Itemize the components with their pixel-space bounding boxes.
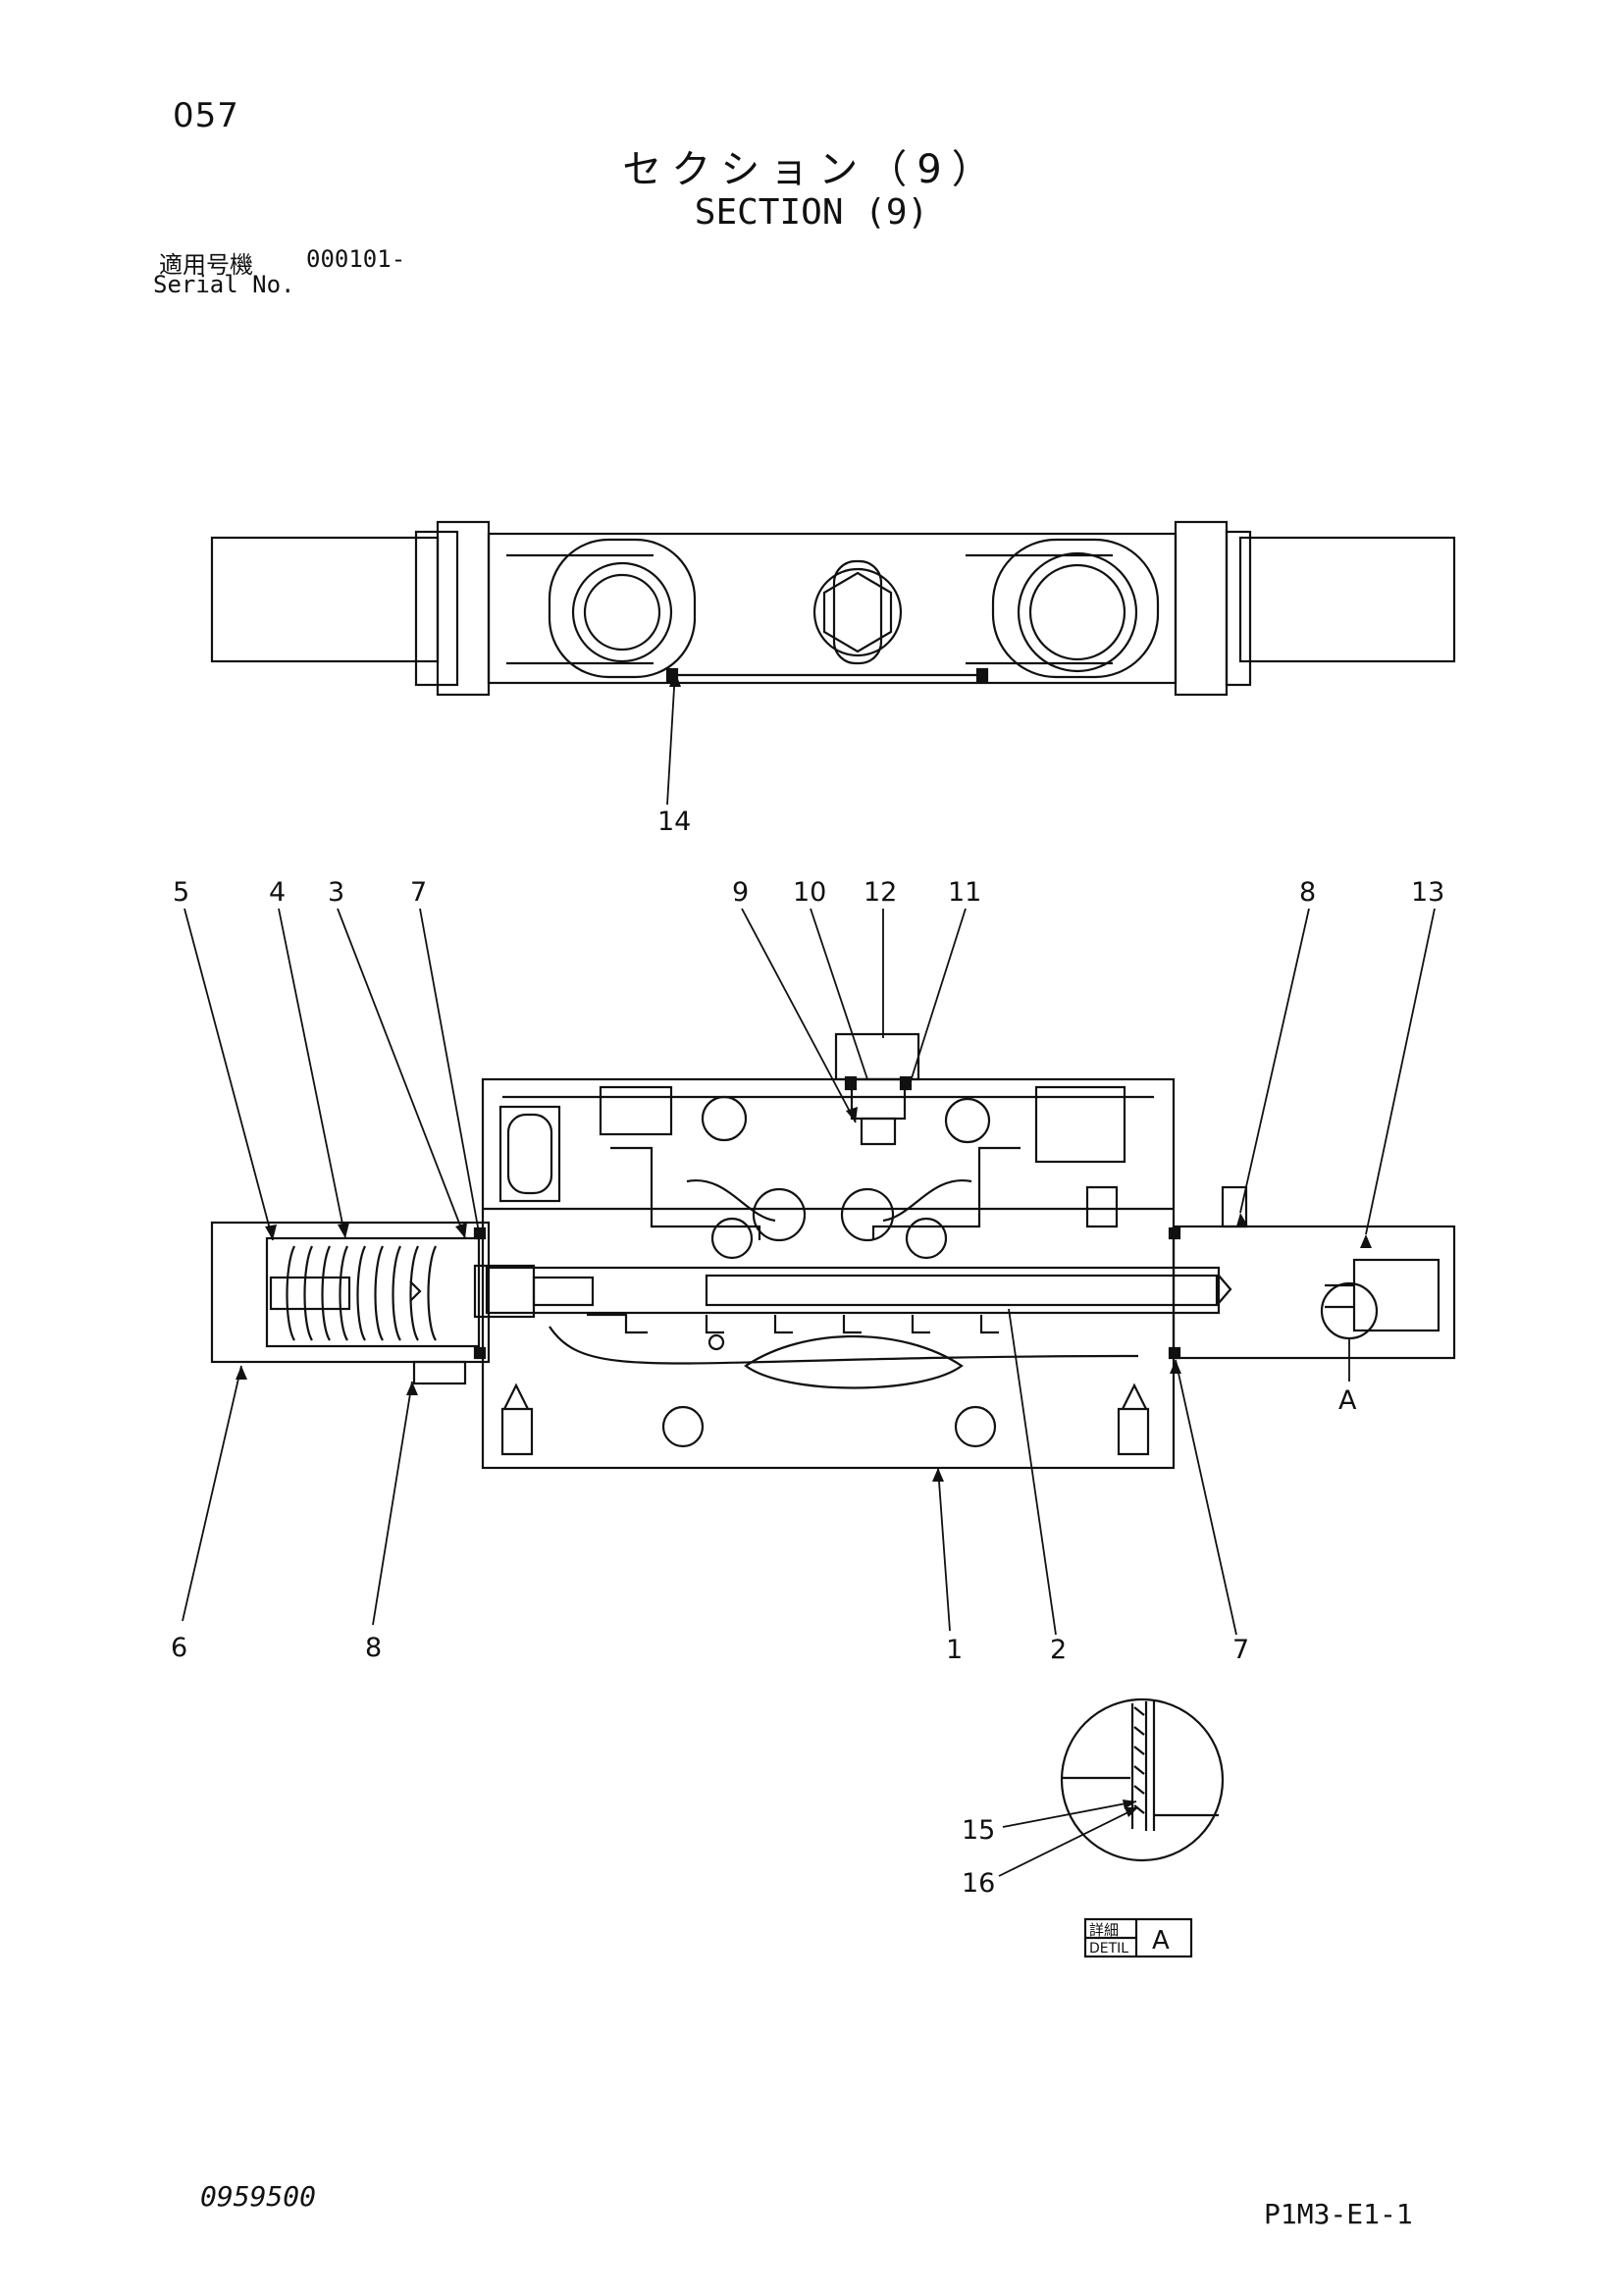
section-title-japanese: セクション（9） [622, 147, 1001, 192]
section-title-english: SECTION (9) [694, 192, 929, 233]
callout-7-bottom: 7 [1232, 1635, 1249, 1665]
serial-label-japanese: 適用号機 [159, 251, 253, 279]
cross-section-view [210, 1032, 1456, 1470]
leader-lines [182, 670, 1436, 1877]
top-view [210, 520, 1456, 697]
callout-detail-a: A [1338, 1385, 1357, 1416]
footer-right-code: P1M3-E1-1 [1264, 2198, 1413, 2230]
callout-5: 5 [173, 877, 189, 908]
callout-14: 14 [657, 807, 691, 837]
callout-6: 6 [171, 1633, 187, 1663]
page-number: 057 [173, 96, 239, 135]
detail-label-letter: A [1152, 1926, 1170, 1956]
callout-2: 2 [1050, 1635, 1067, 1665]
callout-10: 10 [793, 877, 826, 908]
detail-label-japanese: 詳細 [1089, 1921, 1119, 1939]
callout-8-bottom: 8 [365, 1633, 382, 1663]
detail-a-view [1060, 1697, 1225, 1862]
callout-4: 4 [269, 877, 286, 908]
callout-9: 9 [732, 877, 749, 908]
serial-number-value: 000101- [306, 245, 406, 273]
callout-8-top: 8 [1299, 877, 1316, 908]
callout-12: 12 [864, 877, 897, 908]
callout-3: 3 [328, 877, 344, 908]
arrow-heads [236, 671, 1372, 1817]
detail-label-english: DETIL [1089, 1941, 1128, 1957]
callout-16: 16 [962, 1868, 995, 1899]
serial-label-english: Serial No. [153, 271, 295, 298]
callout-11: 11 [948, 877, 981, 908]
callout-15: 15 [962, 1815, 995, 1846]
footer-left-code: 0959500 [200, 2180, 317, 2213]
callout-13: 13 [1411, 877, 1444, 908]
callout-1: 1 [946, 1635, 963, 1665]
callout-7-top: 7 [410, 877, 427, 908]
